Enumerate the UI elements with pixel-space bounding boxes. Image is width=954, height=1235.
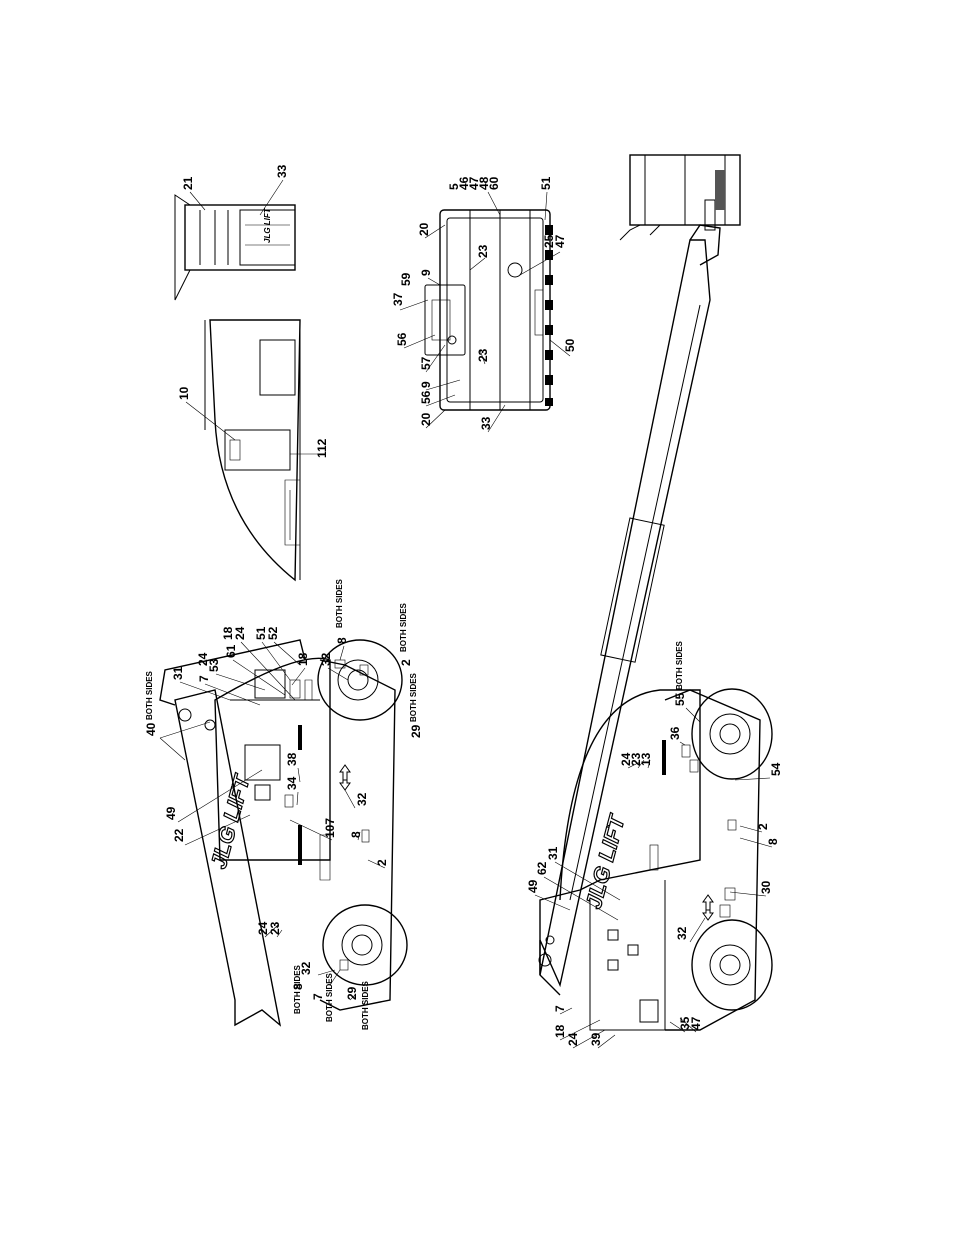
callout-60: 60 (487, 176, 501, 190)
callout-56a: 56 (395, 332, 409, 346)
both-sides-55: BOTH SIDES (675, 640, 684, 690)
callout-55: 55 (673, 692, 687, 706)
callout-38: 38 (285, 752, 299, 766)
callout-32-right: 32 (675, 926, 689, 940)
callout-29b-left: 29 (345, 986, 359, 1000)
callout-7a-left: 7 (197, 675, 211, 682)
both-sides-40: BOTH SIDES (145, 670, 154, 720)
callout-24c-left: 24 (256, 921, 270, 935)
both-sides-29b: BOTH SIDES (361, 980, 370, 1030)
callout-24b-left: 24 (233, 626, 247, 640)
callout-39: 39 (589, 1032, 603, 1046)
callout-7b-left: 7 (311, 993, 325, 1000)
callout-8b-left: 8 (349, 831, 363, 838)
callout-18a-left: 18 (221, 626, 235, 640)
callout-49-left: 49 (164, 806, 178, 820)
right-machine-drawing: JLG LIFT (538, 154, 773, 1031)
callout-31-left: 31 (171, 666, 185, 680)
callout-50: 50 (563, 338, 577, 352)
callout-2b-left: 2 (375, 859, 389, 866)
rear-view-drawing: JLG LIFT (174, 194, 296, 301)
drive-direction-arrow (339, 764, 351, 791)
both-sides-29a: BOTH SIDES (409, 672, 418, 722)
callout-20a: 20 (417, 222, 431, 236)
left-machine-drawing: JLG LIFT (159, 639, 408, 1027)
callout-32c-left: 32 (299, 961, 313, 975)
both-sides-7b: BOTH SIDES (325, 972, 334, 1022)
callout-5: 5 (447, 183, 461, 190)
callout-51-platform: 51 (539, 176, 553, 190)
side-console-drawing (204, 319, 301, 582)
callout-7-right: 7 (553, 1005, 567, 1012)
callout-49-right: 49 (526, 879, 540, 893)
callout-30: 30 (759, 880, 773, 894)
callout-36: 36 (668, 726, 682, 740)
both-sides-8c: BOTH SIDES (293, 964, 302, 1014)
both-sides-2a: BOTH SIDES (399, 602, 408, 652)
callout-24b-right: 24 (566, 1032, 580, 1046)
callout-56b: 56 (419, 390, 433, 404)
callout-62: 62 (535, 861, 549, 875)
callout-37: 37 (391, 292, 405, 306)
platform-callouts: 5 46 47 48 60 51 20 23 25 47 9 59 37 56 … (391, 176, 577, 433)
callout-24a-right: 24 (619, 752, 633, 766)
callout-52: 52 (266, 626, 280, 640)
callout-35: 35 (678, 1016, 692, 1030)
callout-47b: 47 (553, 234, 567, 248)
callout-18-right: 18 (553, 1024, 567, 1038)
callout-23b: 23 (476, 348, 490, 362)
callout-20b: 20 (419, 412, 433, 426)
boom-logo-right: JLG LIFT (581, 811, 630, 911)
callout-25: 25 (542, 234, 556, 248)
callout-10: 10 (177, 386, 191, 400)
callout-112: 112 (315, 438, 329, 458)
callout-33-platform: 33 (479, 416, 493, 430)
right-rear-wheel (691, 919, 773, 1011)
callout-33-rear: 33 (275, 164, 289, 178)
platform-hazard-stripes (545, 225, 553, 406)
callout-32b-left: 32 (355, 792, 369, 806)
right-front-wheel (691, 688, 773, 780)
callout-22: 22 (172, 828, 186, 842)
callout-9b: 9 (419, 381, 433, 388)
callout-8a-left: 8 (335, 637, 349, 644)
callout-47-right: 47 (689, 1016, 703, 1030)
callout-8-right: 8 (766, 838, 780, 845)
callout-107: 107 (323, 818, 337, 838)
callout-29a-left: 29 (409, 724, 423, 738)
left-machine-callouts: 40 BOTH SIDES 31 7 53 24 61 18 24 51 52 … (144, 578, 423, 1030)
callout-51-left: 51 (254, 626, 268, 640)
drive-direction-arrow-right (702, 894, 714, 921)
callout-8c-left: 8 (291, 983, 305, 990)
callout-61: 61 (224, 644, 238, 658)
callout-47: 47 (467, 176, 481, 190)
callout-24a-left: 24 (196, 652, 210, 666)
callout-40: 40 (144, 722, 158, 736)
callout-2-right: 2 (756, 823, 770, 830)
callout-46: 46 (457, 176, 471, 190)
callout-53: 53 (207, 658, 221, 672)
platform-drawing (424, 209, 553, 411)
callout-32a-left: 32 (319, 652, 333, 666)
callout-21: 21 (181, 176, 195, 190)
both-sides-8a: BOTH SIDES (335, 578, 344, 628)
callout-9a: 9 (419, 269, 433, 276)
callout-48: 48 (477, 176, 491, 190)
callout-18b-left: 18 (296, 652, 310, 666)
callout-2a-left: 2 (399, 659, 413, 666)
jlg-small-logo: JLG LIFT (263, 207, 272, 243)
callout-54: 54 (769, 762, 783, 776)
callout-34: 34 (285, 776, 299, 790)
callout-23a: 23 (476, 244, 490, 258)
right-machine-callouts: 55 BOTH SIDES 36 54 13 23 24 2 8 31 62 4… (526, 640, 783, 1049)
callout-59: 59 (399, 272, 413, 286)
callout-31-right: 31 (546, 846, 560, 860)
left-rear-wheel (322, 904, 408, 986)
callout-57: 57 (419, 356, 433, 370)
